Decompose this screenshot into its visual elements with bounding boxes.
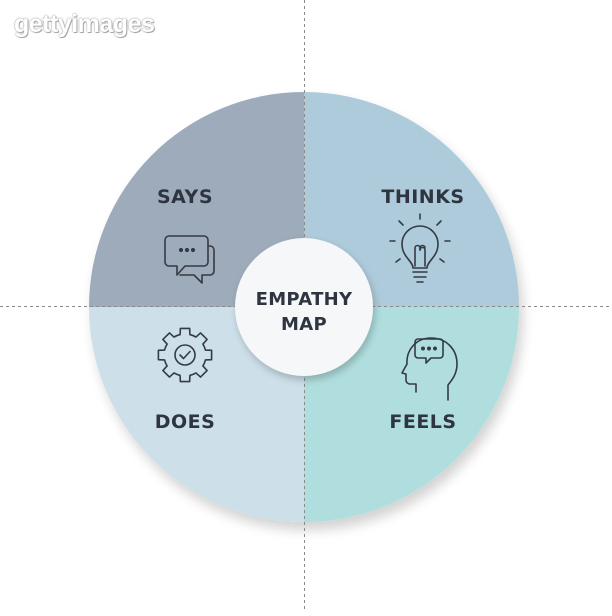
lightbulb-icon (389, 213, 451, 283)
quadrant-does (89, 307, 304, 522)
gear-check-icon (157, 327, 213, 383)
quadrant-says (89, 92, 304, 307)
label-feels: FEELS (389, 411, 456, 433)
center-circle (235, 238, 373, 376)
label-says: SAYS (157, 186, 213, 208)
speech-bubbles-icon (164, 235, 215, 284)
label-thinks: THINKS (381, 186, 464, 208)
watermark-logo: gettyimages (14, 10, 155, 38)
head-thought-icon (401, 337, 458, 401)
label-does: DOES (155, 411, 216, 433)
pie-circle (89, 92, 519, 522)
center-title-line1: EMPATHY (256, 289, 353, 310)
quadrant-feels (304, 307, 519, 522)
center-title-line2: MAP (281, 314, 327, 335)
quadrant-thinks (304, 92, 519, 307)
